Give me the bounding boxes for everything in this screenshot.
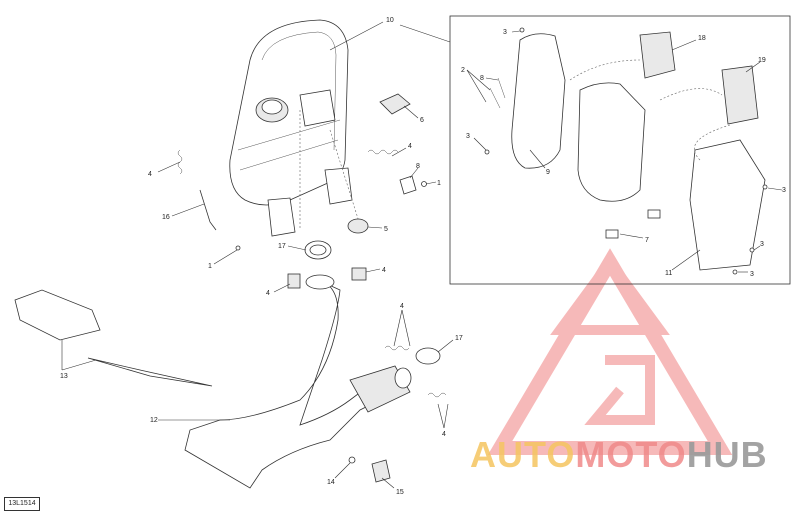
callout-16: 16	[162, 214, 170, 221]
leader-lines	[61, 21, 783, 489]
callout-3: 3	[760, 241, 764, 248]
callout-4: 4	[400, 303, 404, 310]
muffler-housing	[229, 19, 361, 237]
cap-part-5	[347, 218, 369, 234]
callout-11: 11	[665, 270, 672, 277]
screw-part-3-d	[749, 247, 755, 253]
bolt-part-1	[235, 245, 241, 251]
label-part-18	[639, 31, 676, 79]
logo-part-auto: AUTO	[470, 434, 576, 475]
callout-4: 4	[148, 171, 152, 178]
nut-part-1	[421, 181, 427, 187]
callout-19: 19	[758, 57, 766, 64]
callout-3: 3	[750, 271, 754, 278]
clamp-part-8	[399, 175, 417, 195]
inner-housing	[577, 82, 646, 202]
screw-part-3-e	[732, 269, 738, 275]
callout-4: 4	[408, 143, 412, 150]
callout-5: 5	[384, 226, 388, 233]
callout-4: 4	[382, 267, 386, 274]
spring-part-4-lower-a	[384, 345, 410, 351]
label-part-19	[721, 65, 759, 125]
inset-frame	[449, 15, 791, 285]
inset-parts	[484, 27, 768, 275]
bracket-part-2	[489, 87, 501, 109]
callout-3: 3	[782, 187, 786, 194]
callout-8: 8	[480, 75, 484, 82]
callout-17: 17	[278, 243, 286, 250]
watermark-logo-mark	[487, 248, 733, 455]
callout-15: 15	[396, 489, 404, 496]
exhaust-pipe-part-12	[184, 274, 412, 489]
callout-3: 3	[466, 133, 470, 140]
watermark-logo-text: AUTOMOTOHUB	[470, 434, 768, 476]
pad-part-4-right	[351, 267, 367, 281]
callout-6: 6	[420, 117, 424, 124]
logo-part-hub: HUB	[686, 434, 768, 475]
screw-part-3-c	[762, 184, 768, 190]
bracket-part-8-inset	[497, 77, 506, 99]
shield-part-11	[689, 139, 766, 271]
logo-part-moto: MOTO	[575, 434, 687, 475]
callout-1: 1	[208, 263, 212, 270]
clip-part-7-a	[605, 229, 619, 239]
callout-3: 3	[503, 29, 507, 36]
gasket-part-17-lower	[415, 347, 441, 365]
screw-part-3-a	[519, 27, 525, 33]
heat-shield-part-13	[14, 289, 101, 341]
spring-part-4-right	[367, 149, 399, 155]
callout-4: 4	[442, 431, 446, 438]
screw-part-3-b	[484, 149, 490, 155]
callout-labels: 10 6 4 4 8 1 5 16 17 1 4 4 13 4 17 12 4 …	[60, 17, 786, 496]
callout-4: 4	[266, 290, 270, 297]
inset-leader	[399, 24, 451, 43]
cover-part-9	[511, 33, 566, 169]
callout-17: 17	[455, 335, 463, 342]
callout-7: 7	[645, 237, 649, 244]
pad-part-4-left	[287, 273, 301, 289]
reference-code: 13L1514	[4, 497, 40, 511]
bracket-part-6	[379, 93, 411, 115]
callout-14: 14	[327, 479, 335, 486]
spring-part-4-lower-b	[427, 392, 447, 398]
rod-part-16	[199, 189, 217, 231]
callout-12: 12	[150, 417, 158, 424]
callout-1: 1	[437, 180, 441, 187]
callout-13: 13	[60, 373, 68, 380]
callout-9: 9	[546, 169, 550, 176]
callout-18: 18	[698, 35, 706, 42]
callout-2: 2	[461, 67, 465, 74]
bolt-part-14	[348, 456, 356, 464]
callout-8: 8	[416, 163, 420, 170]
clip-part-7-b	[647, 209, 661, 219]
clamp-part-15	[371, 459, 391, 483]
callout-10: 10	[386, 17, 394, 24]
